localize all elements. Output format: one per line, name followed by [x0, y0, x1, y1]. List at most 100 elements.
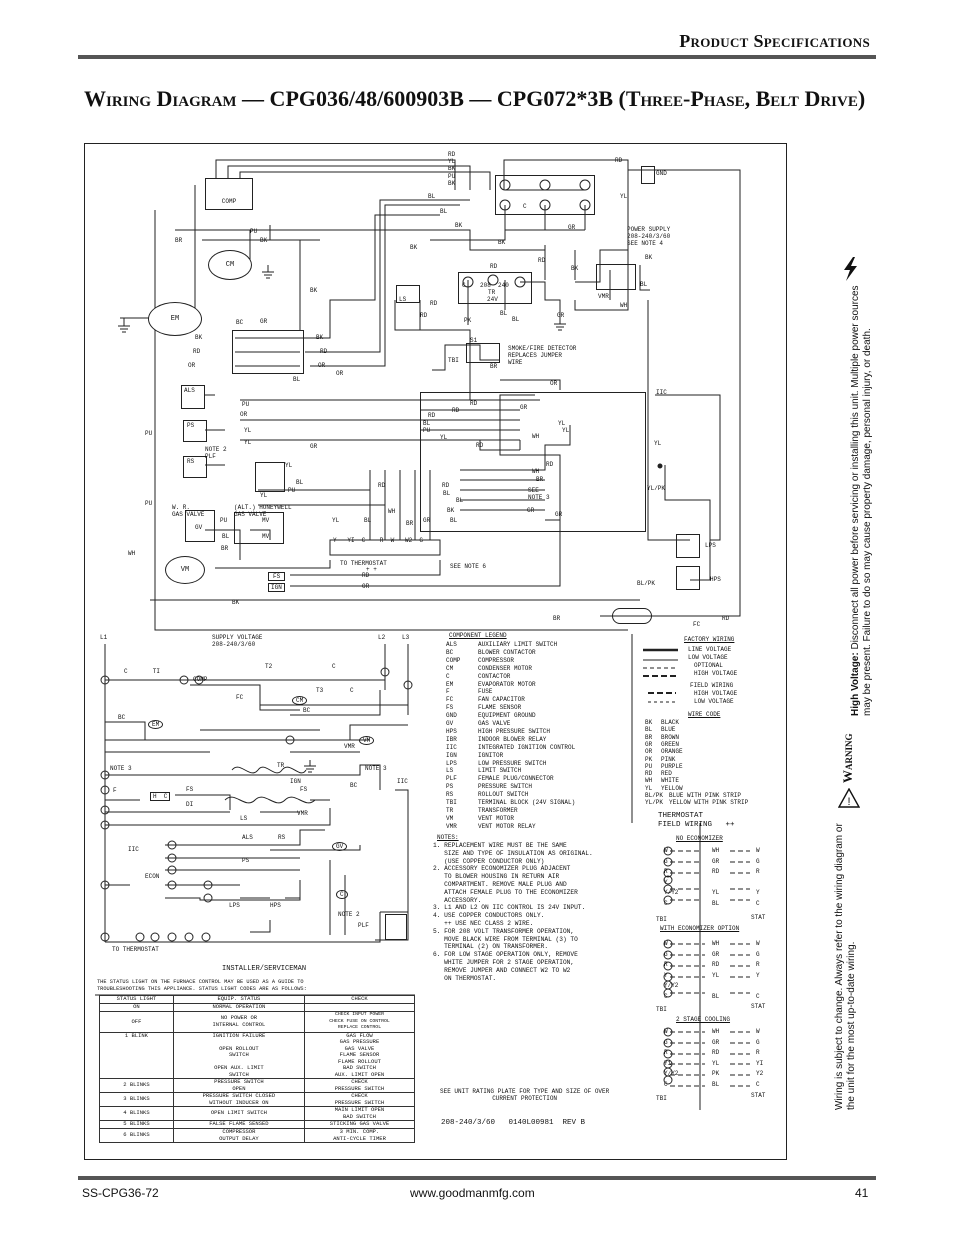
key-low: LOW VOLTAGE — [688, 654, 728, 661]
stat-terminal: G — [756, 950, 760, 958]
stat-terminal — [756, 879, 760, 886]
key-field: FIELD WIRING — [690, 682, 734, 689]
ladder-t2: T2 — [265, 663, 273, 670]
stat-terminal: YI — [756, 1059, 764, 1067]
stat-terminal: W — [756, 1028, 760, 1035]
status-cell: PRESSURE SWITCH CLOSED WITHOUT INDUCER O… — [172, 1092, 305, 1107]
label-lps: LPS — [705, 542, 716, 549]
label-bk-cm: BK — [310, 287, 318, 294]
status-header: CHECK — [303, 995, 416, 1004]
tbi-terminal: G — [664, 857, 668, 865]
smoke-detector-label: SMOKE/FIRE DETECTOR REPLACES JUMPER WIRE — [508, 345, 577, 367]
label-gr-ps: GR — [310, 443, 318, 450]
smoke-detector-jumper — [466, 343, 500, 363]
wire-code: BL/PK — [645, 792, 664, 799]
label-yl-iic3: YL — [440, 434, 448, 441]
tbi-terminal: Y — [664, 878, 668, 886]
field-wire-color: BL — [712, 899, 720, 907]
label-rd-ls: RD — [430, 300, 438, 307]
status-cell: CHECK PRESSURE SWITCH — [303, 1092, 416, 1107]
tbi-terminal: G — [664, 950, 668, 958]
power-supply-label: POWER SUPPLY 208-240/3/60 SEE NOTE 4 — [627, 226, 671, 248]
legend-description: AUXILIARY LIMIT SWITCH — [478, 641, 558, 648]
key-field-high: HIGH VOLTAGE — [694, 690, 738, 697]
label-bk-3: BK — [410, 244, 418, 251]
terminal-circles — [100, 178, 673, 1085]
key-wire-code: WIRE CODE — [688, 711, 721, 718]
label-ps: PS — [187, 422, 195, 429]
footer-doc-id: SS-CPG36-72 — [82, 1186, 159, 1200]
label-bk-iic: BK — [447, 507, 455, 514]
wire-code: YL — [645, 784, 653, 792]
svg-text:!: ! — [847, 796, 850, 808]
field-wire-color: BL — [712, 1080, 720, 1088]
plf-connector — [255, 462, 285, 492]
ladder-bc-1: BC — [303, 707, 311, 714]
status-note: THE STATUS LIGHT ON THE FURNACE CONTROL … — [97, 979, 307, 992]
transformer-24v: 24V — [487, 296, 498, 303]
field-wire-color: WH — [712, 940, 720, 947]
status-cell: MAIN LIMIT OPEN BAD SWITCH — [303, 1106, 416, 1121]
legend-description: FAN CAPACITOR — [478, 696, 525, 704]
label-gr-iic3: GR — [555, 511, 563, 518]
label-wh-iic3: WH — [388, 508, 396, 515]
vent-motor: VM — [165, 556, 205, 584]
key-field-low: LOW VOLTAGE — [694, 698, 734, 705]
stat-terminal: G — [756, 857, 760, 865]
legend-code: VM — [446, 814, 454, 822]
label-bk-4: BK — [498, 239, 506, 246]
legend-code: PLF — [446, 775, 457, 783]
label-yl-right2: YL — [654, 440, 662, 447]
label-bk-em: BK — [195, 334, 203, 341]
wire-color-name: WHITE — [661, 777, 680, 785]
stat-terminal: Y — [756, 971, 760, 979]
label-rd-bc: RD — [320, 348, 328, 355]
label-vmr: VMR — [598, 293, 609, 300]
ladder-bc-2: BC — [118, 714, 126, 721]
warning-text: High Voltage: Disconnect all power befor… — [850, 276, 874, 716]
key-optional: OPTIONAL — [694, 662, 723, 669]
stat-terminal: G — [756, 1038, 760, 1046]
ladder-l3: L3 — [402, 634, 410, 641]
legend-code: PS — [446, 783, 454, 791]
legend-description: ROLLOUT SWITCH — [478, 791, 529, 799]
legend-description: GAS VALVE — [478, 720, 511, 727]
label-or-bc2: OR — [336, 370, 344, 377]
wire-color-name: BROWN — [661, 733, 680, 741]
label-or-em: OR — [188, 362, 196, 369]
ladder-element-labels: C TI — [124, 668, 161, 675]
status-cell: CHECK PRESSURE SWITCH — [303, 1078, 416, 1093]
tbi-terminal: C — [664, 899, 668, 907]
legend-description: CONTACTOR — [478, 672, 511, 680]
status-cell: COMPRESSOR OUTPUT DELAY — [172, 1128, 305, 1143]
ladder-hi: H C — [150, 792, 171, 802]
legend-code: C — [446, 672, 450, 680]
thermostat-stat-a: STAT — [751, 914, 766, 921]
transformer-label: C 208 240 — [462, 282, 509, 289]
legend-description: TERMINAL BLOCK (24V SIGNAL) — [478, 799, 576, 806]
legend-description: INDOOR BLOWER RELAY — [478, 735, 547, 743]
wr-gas-valve — [185, 510, 215, 542]
legend-description: IGNITOR — [478, 751, 504, 759]
legend-code: EM — [446, 680, 454, 688]
label-or-als: OR — [240, 411, 248, 418]
wire-color-name: ORANGE — [661, 748, 683, 756]
label-als: ALS — [184, 387, 195, 394]
legend-code: FS — [446, 704, 454, 712]
label-bl-iic2: BL — [443, 490, 451, 497]
status-cell: OFF — [99, 1011, 174, 1033]
wire-code: OR — [645, 748, 653, 756]
tbi-terminal: Y/Y2 — [664, 889, 679, 896]
wire-color-name: PINK — [661, 755, 676, 763]
label-pu-wr: PU — [145, 500, 153, 507]
legend-code: CM — [446, 664, 454, 672]
label-bk-6: BK — [645, 254, 653, 261]
label-gr-iic2: GR — [527, 507, 535, 514]
label-plf: NOTE 2 PLF — [205, 446, 227, 461]
ladder-lps: LPS — [229, 902, 240, 909]
label-bl-gv: BL — [222, 533, 230, 540]
field-wire-color: RD — [712, 868, 720, 875]
wire-color-name: YELLOW — [661, 784, 683, 792]
status-cell — [303, 1003, 416, 1012]
